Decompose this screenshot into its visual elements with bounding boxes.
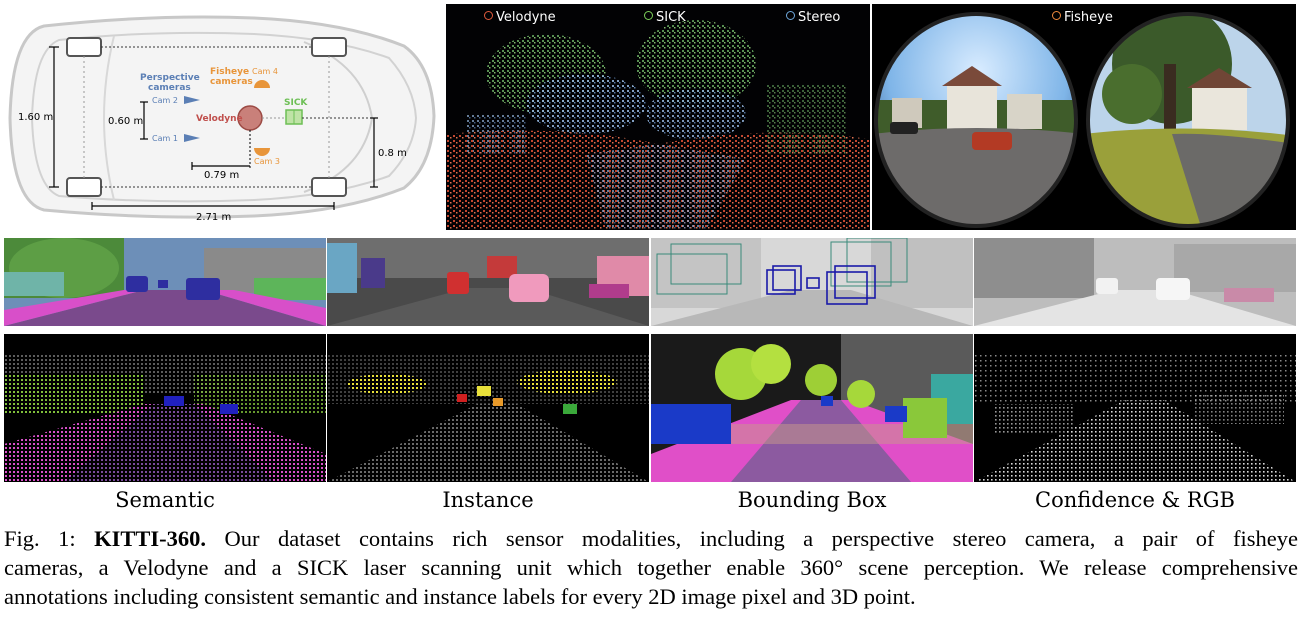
sick-label: SICK <box>284 98 308 108</box>
cam1-label: Cam 1 <box>152 134 178 143</box>
legend-velodyne: Velodyne <box>484 10 556 25</box>
fisheye-cameras-label-2: cameras <box>210 77 253 87</box>
legend-fisheye: Fisheye <box>1052 10 1113 25</box>
bounding-box-image <box>651 238 973 326</box>
legend-stereo: Stereo <box>786 10 840 25</box>
legend-sick: SICK <box>644 10 686 25</box>
fisheye-image: Fisheye <box>872 4 1296 230</box>
caption-line-1: Fig. 1: KITTI-360. Our dataset contains … <box>4 524 1298 553</box>
column-label-confidence-rgb: Confidence & RGB <box>1035 488 1235 512</box>
instance-pointcloud-image <box>327 334 649 482</box>
velodyne-dot-icon <box>484 11 493 20</box>
legend-velodyne-label: Velodyne <box>496 10 556 25</box>
cam4-icon <box>254 80 270 88</box>
caption-prefix: Fig. 1: <box>4 526 95 551</box>
cam3-label: Cam 3 <box>254 157 280 166</box>
velodyne-label: Velodyne <box>196 114 243 124</box>
confidence-pointcloud-image <box>974 334 1296 482</box>
caption-line-2: cameras, a Velodyne and a SICK laser sca… <box>4 555 1298 580</box>
column-label-bounding-box: Bounding Box <box>737 488 887 512</box>
dim-cam-baseline-label: 0.60 m <box>108 116 143 127</box>
fisheye-dot-icon <box>1052 11 1061 20</box>
cam2-icon <box>184 96 200 104</box>
bounding-box-3d-image <box>651 334 973 482</box>
perspective-cameras-label-1: Perspective <box>140 73 200 83</box>
legend-sick-label: SICK <box>656 10 686 25</box>
confidence-rgb-image <box>974 238 1296 326</box>
semantic-pointcloud-image <box>4 334 326 482</box>
cam2-label: Cam 2 <box>152 96 178 105</box>
figure-caption: Fig. 1: KITTI-360. Our dataset contains … <box>4 524 1298 611</box>
fisheye-cameras-label-1: Fisheye <box>210 67 249 77</box>
perspective-cameras-label-2: cameras <box>148 83 191 93</box>
column-label-instance: Instance <box>442 488 534 512</box>
instance-image <box>327 238 649 326</box>
car-sensor-diagram: 1.60 m 0.60 m Perspective cameras Cam 2 … <box>4 6 440 230</box>
semantic-image <box>4 238 326 326</box>
caption-line-1-text: Our dataset contains rich sensor modalit… <box>206 526 1298 551</box>
legend-stereo-label: Stereo <box>798 10 841 25</box>
cam4-label: Cam 4 <box>252 67 278 76</box>
pointcloud-image: Velodyne SICK Stereo <box>446 4 870 230</box>
sick-dot-icon <box>644 11 653 20</box>
legend-fisheye-label: Fisheye <box>1064 10 1113 25</box>
stereo-dot-icon <box>786 11 795 20</box>
cam1-icon <box>184 134 200 142</box>
column-label-semantic: Semantic <box>115 488 215 512</box>
dim-height-label: 0.8 m <box>378 148 407 159</box>
cam3-icon <box>254 148 270 156</box>
caption-line-3: annotations including consistent semanti… <box>4 584 916 609</box>
dim-cam-to-velodyne-label: 0.79 m <box>204 170 239 181</box>
caption-title: KITTI-360. <box>94 526 207 551</box>
dim-width-label: 1.60 m <box>18 112 53 123</box>
dim-length-label: 2.71 m <box>196 212 231 223</box>
